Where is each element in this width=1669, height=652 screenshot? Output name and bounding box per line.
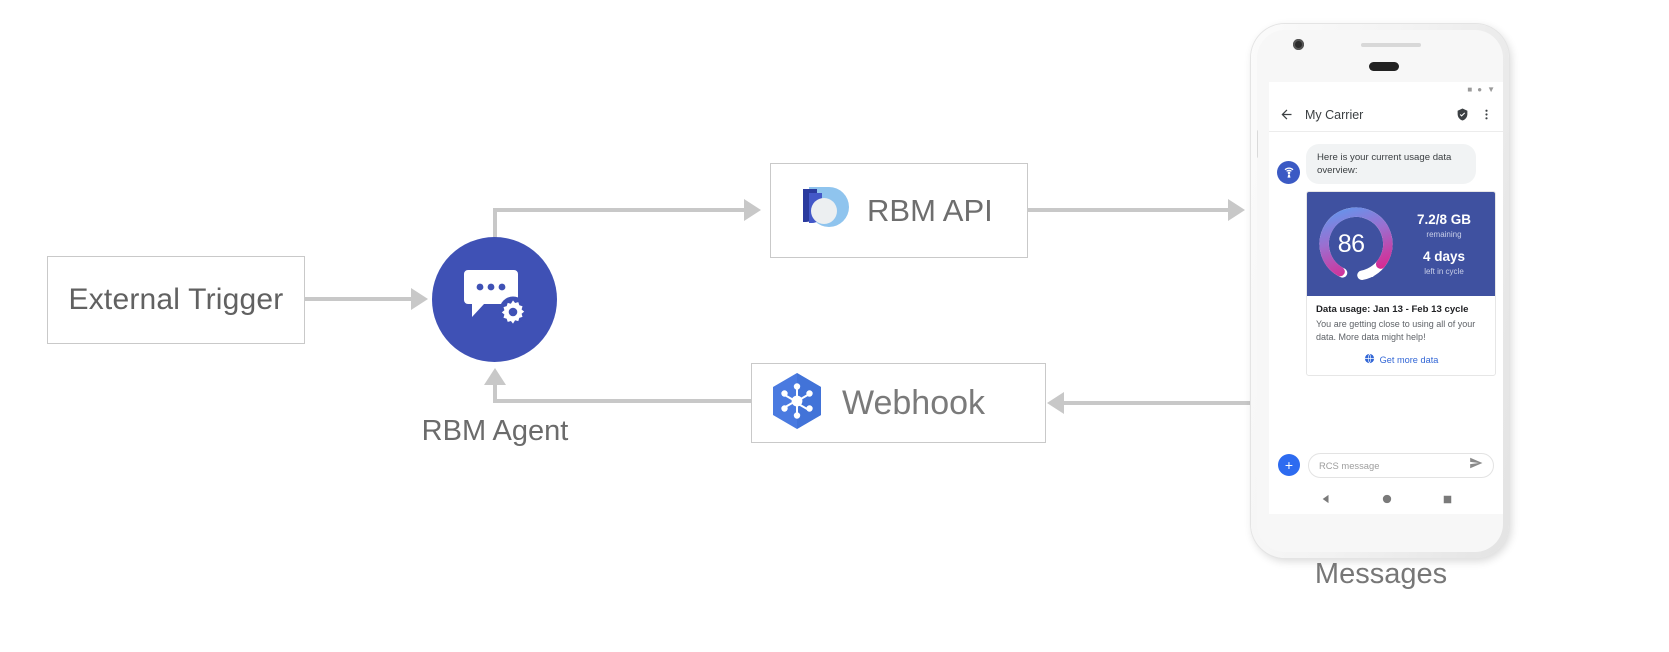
rbm-agent-node[interactable] <box>432 237 557 362</box>
external-trigger-label: External Trigger <box>68 283 284 316</box>
connector-rbmapi-to-phone <box>1028 208 1228 212</box>
hero-stats: 7.2/8 GB remaining 4 days left in cycle <box>1399 212 1489 276</box>
arrowhead-trigger-to-agent <box>411 288 428 310</box>
connector-agent-to-rbmapi <box>493 208 744 212</box>
rbm-api-label: RBM API <box>867 192 993 228</box>
gauge-percent: 86 <box>1337 229 1365 258</box>
get-more-data-label: Get more data <box>1379 354 1439 365</box>
gauge-percent-symbol: % <box>1364 268 1375 281</box>
app-bar: My Carrier <box>1269 98 1503 132</box>
stat-data-remaining: 7.2/8 GB remaining <box>1399 212 1489 239</box>
stat-caption: left in cycle <box>1424 266 1464 276</box>
nav-recents-square-icon[interactable] <box>1443 491 1452 509</box>
connector-agent-up-stub <box>493 385 497 403</box>
stat-caption: remaining <box>1426 229 1462 239</box>
connector-webhook-to-agent <box>493 399 752 403</box>
phone-caption: Messages <box>1314 558 1448 590</box>
data-usage-gauge: 86 % <box>1313 201 1399 287</box>
rbm-api-droplet-icon <box>789 177 851 244</box>
rich-card-hero: 86 % 7.2/8 GB remaining 4 day <box>1307 192 1495 297</box>
phone-screen: ■ ● ▼ My Carrier <box>1269 82 1503 514</box>
stat-value: 4 days <box>1422 248 1466 264</box>
wifi-dot-icon: ● <box>1477 85 1483 94</box>
carrier-signal-icon <box>1277 161 1300 185</box>
add-attachment-icon[interactable]: + <box>1278 454 1300 476</box>
android-nav-bar <box>1269 486 1503 514</box>
rich-card[interactable]: 86 % 7.2/8 GB remaining 4 day <box>1306 191 1496 376</box>
phone-speaker-grille <box>1361 43 1421 47</box>
message-bubble: Here is your current usage data overview… <box>1306 144 1476 185</box>
status-bar: ■ ● ▼ <box>1269 82 1503 98</box>
phone-body: ■ ● ▼ My Carrier <box>1257 30 1503 552</box>
gauge-value: 86 % <box>1313 201 1399 287</box>
connector-phone-to-webhook <box>1064 401 1254 405</box>
incoming-message-row: Here is your current usage data overview… <box>1277 144 1495 185</box>
rich-card-title: Data usage: Jan 13 - Feb 13 cycle <box>1316 304 1469 316</box>
chat-gear-icon <box>462 266 528 333</box>
rich-card-body: Data usage: Jan 13 - Feb 13 cycle You ar… <box>1307 296 1495 375</box>
rbm-api-node[interactable]: RBM API <box>770 163 1028 258</box>
arrowhead-rbmapi-to-phone <box>1228 199 1245 221</box>
stat-days-left: 4 days left in cycle <box>1399 248 1489 276</box>
nav-back-triangle-icon[interactable] <box>1321 491 1331 509</box>
arrowhead-phone-to-webhook <box>1047 392 1064 414</box>
get-more-data-button[interactable]: Get more data <box>1316 353 1486 366</box>
verified-shield-icon[interactable] <box>1456 108 1469 121</box>
send-icon[interactable] <box>1469 456 1483 475</box>
message-composer: + RCS message <box>1269 446 1503 484</box>
phone-device: ■ ● ▼ My Carrier <box>1251 24 1509 558</box>
connector-agent-up <box>493 208 497 250</box>
webhook-label: Webhook <box>842 383 986 422</box>
webhook-node[interactable]: Webhook <box>751 363 1046 443</box>
arrowhead-agent-to-rbmapi <box>744 199 761 221</box>
external-trigger-node[interactable]: External Trigger <box>47 256 305 344</box>
arrowhead-webhook-to-agent <box>484 368 506 385</box>
connector-trigger-to-agent <box>305 297 411 301</box>
phone-camera-icon <box>1293 39 1304 50</box>
nav-home-circle-icon[interactable] <box>1382 491 1392 509</box>
stat-value: 7.2/8 GB <box>1416 212 1472 228</box>
phone-earpiece <box>1369 62 1399 71</box>
rcs-message-input[interactable]: RCS message <box>1308 452 1494 478</box>
rcs-message-placeholder: RCS message <box>1319 459 1380 471</box>
rich-card-description: You are getting close to using all of yo… <box>1316 319 1476 343</box>
battery-icon: ▼ <box>1487 85 1495 94</box>
signal-icon: ■ <box>1467 85 1473 94</box>
globe-icon <box>1364 353 1375 366</box>
back-arrow-icon[interactable] <box>1279 107 1294 122</box>
webhook-hexagon-icon <box>766 370 828 437</box>
app-bar-title: My Carrier <box>1305 107 1364 122</box>
conversation-area: Here is your current usage data overview… <box>1269 132 1503 460</box>
overflow-menu-icon[interactable] <box>1480 108 1493 121</box>
rbm-agent-label: RBM Agent <box>421 415 569 447</box>
phone-side-button[interactable] <box>1257 130 1258 158</box>
